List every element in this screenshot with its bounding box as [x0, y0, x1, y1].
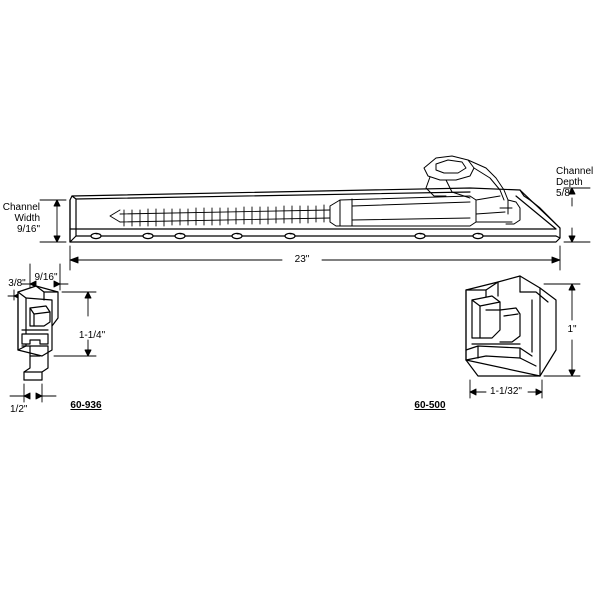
part-60-936	[17, 285, 59, 381]
dim-channel-width	[39, 199, 67, 243]
label-channel-depth: Channel Depth 5/8"	[556, 166, 594, 199]
label-width-top: 9/16"	[34, 272, 58, 283]
internal-spring	[109, 204, 331, 227]
label-bottom-left: 1/2"	[10, 404, 28, 415]
dim-height-right	[543, 283, 581, 377]
dim-bottom-left	[9, 383, 57, 403]
dim-width-right	[469, 379, 543, 399]
part-number-60-500: 60-500	[414, 400, 446, 411]
dim-height-left	[53, 291, 97, 357]
rivet-holes	[90, 232, 484, 240]
label-channel-width: Channel Width 9/16"	[2, 202, 40, 235]
part-60-500	[465, 275, 557, 377]
dim-channel-depth	[563, 187, 591, 243]
part-number-60-936: 60-936	[70, 400, 102, 411]
dim-width-top	[21, 263, 69, 291]
label-width-right: 1-1/32"	[490, 386, 522, 397]
label-height-right: 1"	[567, 324, 577, 335]
label-thickness-left: 3/8"	[8, 278, 26, 289]
label-height-left: 1-1/4"	[78, 330, 106, 341]
label-length: 23"	[294, 254, 310, 265]
carrier-assembly	[329, 155, 521, 227]
dim-length	[69, 245, 561, 271]
